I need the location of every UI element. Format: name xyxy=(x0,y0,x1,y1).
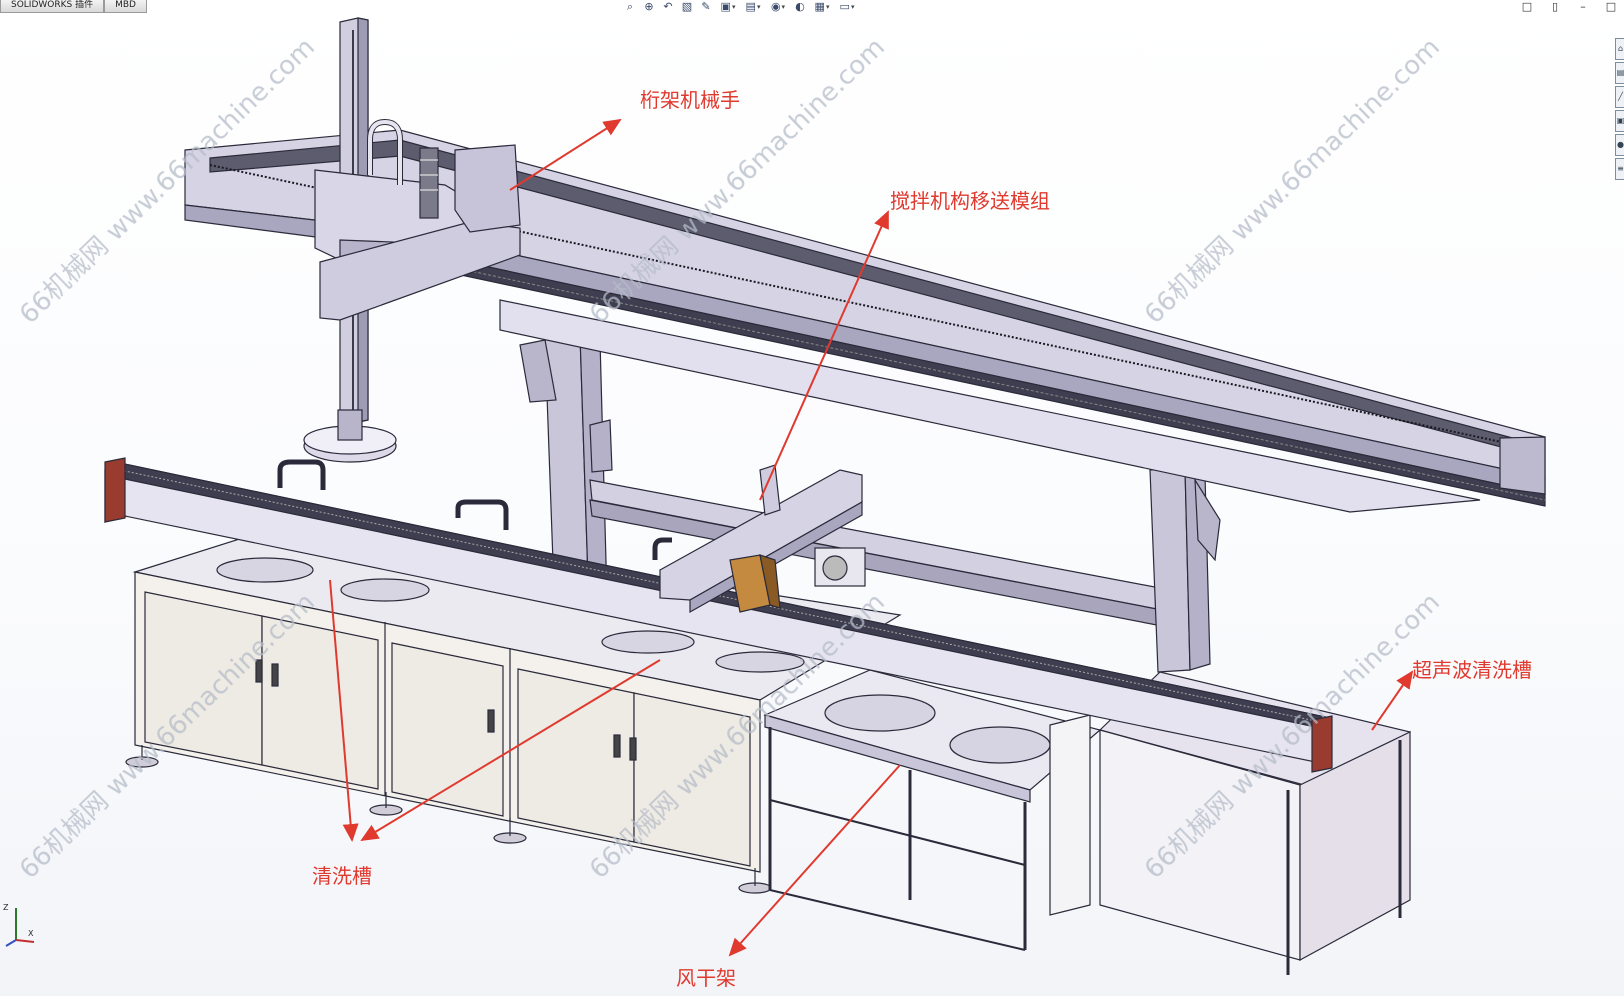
view-orientation-icon[interactable]: ▣▾ xyxy=(720,0,736,13)
section-view-icon[interactable]: ▧ xyxy=(681,0,693,13)
task-pane-tabs: ⌂ ▤ ╱ ▣ ● ≡ xyxy=(1615,38,1624,180)
tab-solidworks-addins[interactable]: SOLIDWORKS 插件 xyxy=(0,0,105,13)
callout-ultrasonic-tank: 超声波清洗槽 xyxy=(1412,658,1532,682)
callout-arrows xyxy=(329,118,1414,957)
maximize-icon[interactable]: □ xyxy=(1605,0,1617,13)
dynamic-annotation-icon[interactable]: ✎ xyxy=(701,0,711,13)
gantry-robot xyxy=(303,17,521,463)
design-library-icon[interactable]: ▤ xyxy=(1615,62,1624,84)
file-explorer-icon[interactable]: ╱ xyxy=(1615,86,1624,108)
stirring-transfer-module xyxy=(104,457,1333,773)
cleaning-tank-cabinets xyxy=(125,459,902,894)
svg-text:Z: Z xyxy=(3,903,9,912)
watermark-text: 66机械网 www.66machine.com xyxy=(1139,32,1446,330)
view-palette-icon[interactable]: ▣ xyxy=(1615,110,1624,132)
reference-triad-icon: Z X xyxy=(3,903,35,947)
zoom-to-fit-icon[interactable]: ⌕ xyxy=(626,0,634,13)
hide-show-icon[interactable]: ◉▾ xyxy=(770,0,786,13)
edit-appearance-icon[interactable]: ◐ xyxy=(795,0,805,13)
callout-cleaning-tank: 清洗槽 xyxy=(312,864,372,888)
appearances-icon[interactable]: ● xyxy=(1615,134,1624,156)
display-style-icon[interactable]: ▤▾ xyxy=(745,0,761,13)
minimize-icon[interactable]: – xyxy=(1580,0,1586,13)
solidworks-resources-icon[interactable]: ⌂ xyxy=(1615,38,1624,60)
custom-properties-icon[interactable]: ≡ xyxy=(1615,158,1624,180)
heads-up-view-toolbar: ⌕ ⊕ ↶ ▧ ✎ ▣▾ ▤▾ ◉▾ ◐ ▦▾ ▭▾ xyxy=(622,0,858,14)
apply-scene-icon[interactable]: ▦▾ xyxy=(814,0,830,13)
previous-view-icon[interactable]: ↶ xyxy=(663,0,673,13)
callout-gantry-robot: 桁架机械手 xyxy=(640,88,740,112)
zoom-area-icon[interactable]: ⊕ xyxy=(644,0,654,13)
svg-text:X: X xyxy=(28,929,34,938)
window-controls: □ ▯ – □ xyxy=(1520,0,1618,14)
tile-icon[interactable]: ▯ xyxy=(1551,0,1559,13)
tab-mbd[interactable]: MBD xyxy=(104,0,147,13)
restore-icon[interactable]: □ xyxy=(1521,0,1533,13)
command-manager-tabs: SOLIDWORKS 插件 MBD xyxy=(0,0,147,13)
callout-drying-rack: 风干架 xyxy=(676,966,736,990)
view-settings-icon[interactable]: ▭▾ xyxy=(839,0,855,13)
drying-rack xyxy=(763,669,1102,951)
callout-stirring-module: 搅拌机构移送模组 xyxy=(890,189,1050,213)
